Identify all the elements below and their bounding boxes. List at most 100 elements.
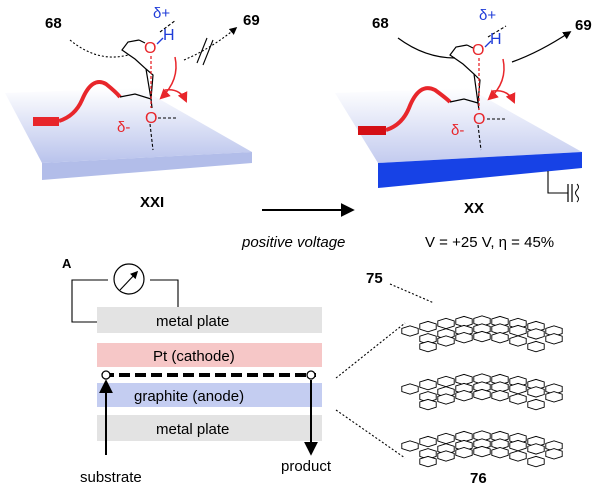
hexagon-ring: [473, 330, 491, 343]
hexagon-ring: [491, 332, 509, 344]
path-69-xxi: [183, 27, 238, 61]
pt-cathode-layer: [97, 343, 322, 367]
hexagon-ring: [527, 386, 545, 398]
hexagon-ring: [509, 393, 527, 405]
red-anchor-xxi: [33, 117, 59, 126]
surface-xx: [335, 88, 582, 163]
graphene-stack: 75 76: [335, 270, 563, 487]
hexagon-ring: [419, 378, 437, 391]
path-68-xxi: [69, 39, 129, 58]
electron-arrow-1-xx: [487, 58, 505, 101]
label-76: 76: [470, 470, 487, 487]
hexagon-ring: [491, 390, 509, 402]
caption-xxi: XXI: [140, 194, 164, 211]
outlet-port: [306, 370, 316, 380]
reaction-arrow-group: positive voltage V = +25 V, η = 45%: [241, 203, 554, 251]
circuit-wire: [71, 279, 179, 323]
label-69-xx: 69: [575, 17, 592, 34]
hexagon-ring: [509, 335, 527, 347]
surface-xxi: [5, 88, 252, 163]
panel-xx: O H O δ+ δ- 68 69 XX: [335, 7, 592, 217]
hexagon-ring: [437, 393, 455, 405]
pt-cathode-label: Pt (cathode): [153, 348, 235, 365]
path-69-xx: [511, 31, 572, 63]
ground-symbol: [547, 171, 568, 194]
metal-plate-bottom: [97, 415, 322, 441]
atom-o-top-xxi: O: [144, 40, 156, 57]
hexagon-ring: [509, 382, 527, 395]
hexagon-ring: [473, 445, 491, 458]
hexagon-ring: [509, 450, 527, 462]
electron-arrow-1-xxi: [159, 56, 177, 100]
hexagon-ring: [437, 450, 455, 462]
hexagon-ring: [473, 388, 491, 401]
ring-xx: [449, 44, 479, 104]
label-68-xx: 68: [372, 15, 389, 32]
hexagon-ring: [527, 455, 545, 468]
hexagon-ring: [509, 439, 527, 452]
metal-plate-top: [97, 307, 322, 333]
red-linker-xxi: [58, 80, 122, 123]
path-68-xx: [397, 37, 456, 59]
electron-arrow-2-xxi: [164, 88, 188, 103]
hexagon-ring: [437, 375, 455, 388]
hexagon-ring: [455, 447, 473, 459]
reaction-condition-label: positive voltage: [241, 234, 345, 251]
hexagon-ring: [419, 320, 437, 333]
flow-cell: A metal plate Pt (cathode) graphite (ano…: [62, 256, 332, 486]
delta-plus-xx: δ+: [479, 7, 496, 24]
hexagon-ring: [437, 317, 455, 330]
delta-plus-xxi: δ+: [153, 5, 170, 22]
hexagon-ring: [401, 440, 419, 452]
hexagon-ring: [419, 435, 437, 448]
hexagon-ring: [401, 325, 419, 337]
electron-arrow-2-xx: [492, 89, 516, 104]
red-linker-xx: [385, 86, 452, 132]
hexagon-ring: [545, 333, 563, 345]
label-75: 75: [366, 270, 383, 287]
hexagon-ring: [545, 448, 563, 460]
hexagon-ring: [437, 335, 455, 347]
product-label: product: [281, 458, 332, 475]
atom-o-top-xx: O: [472, 42, 484, 59]
hexagon-ring: [455, 332, 473, 344]
label-69-xxi: 69: [243, 12, 260, 29]
hexagon-ring: [437, 432, 455, 445]
graphene-sheet-middle: [401, 373, 563, 411]
hexagon-ring: [419, 340, 437, 353]
graphene-sheet-top: [401, 315, 563, 353]
hexagon-ring: [527, 328, 545, 340]
voltage-efficiency-label: V = +25 V, η = 45%: [425, 234, 554, 251]
atom-o-bottom-xxi: O: [145, 110, 157, 127]
hexagon-ring: [401, 383, 419, 395]
label-68-xxi: 68: [45, 15, 62, 32]
hexagon-ring: [419, 398, 437, 411]
hexagon-ring: [545, 391, 563, 403]
delta-minus-xx: δ-: [451, 122, 464, 139]
metal-plate-bottom-label: metal plate: [156, 421, 229, 438]
hexagon-ring: [527, 398, 545, 411]
metal-plate-top-label: metal plate: [156, 313, 229, 330]
surface-edge-xx: [378, 152, 582, 188]
panel-xxi: O H O δ+ δ- 68 69 XXI: [5, 5, 260, 211]
hexagon-ring: [527, 340, 545, 353]
hexagon-ring: [509, 324, 527, 337]
hexagon-ring: [491, 447, 509, 459]
hexagon-ring: [455, 390, 473, 402]
graphene-sheet-bottom: [401, 430, 563, 468]
surface-edge-xxi: [42, 152, 252, 180]
ring-xxi: [119, 39, 152, 100]
atom-o-bottom-xx: O: [473, 111, 485, 128]
delta-minus-xxi: δ-: [117, 119, 130, 136]
caption-xx: XX: [464, 200, 484, 217]
ammeter-icon: [113, 263, 145, 295]
graphite-anode-layer: [97, 383, 322, 407]
atom-h-xx: H: [490, 31, 502, 48]
atom-h-xxi: H: [163, 27, 175, 44]
panel-label-a: A: [62, 256, 72, 271]
hexagon-ring: [527, 443, 545, 455]
red-anchor-xx: [358, 126, 386, 135]
graphite-anode-label: graphite (anode): [134, 388, 244, 405]
ring-back-xxi: [145, 68, 154, 100]
